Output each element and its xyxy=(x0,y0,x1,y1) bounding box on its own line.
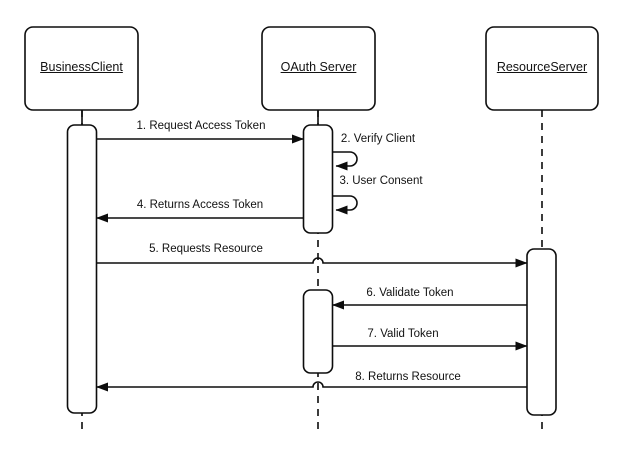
message-arrow-2-self-loop xyxy=(332,151,358,171)
message-label-3: 3. User Consent xyxy=(339,175,423,187)
message-label-6: 6. Validate Token xyxy=(366,287,454,299)
actor-label-resourceserver: ResourceServer xyxy=(496,60,588,74)
activation-oauth-server-1 xyxy=(302,124,334,234)
actor-box-oauth-server xyxy=(261,26,376,111)
message-label-4: 4. Returns Access Token xyxy=(136,199,264,211)
message-arrow-8 xyxy=(96,381,527,392)
actor-label-businessclient: BusinessClient xyxy=(40,60,123,74)
actor-box-resourceserver xyxy=(485,26,599,111)
activation-businessclient xyxy=(66,124,98,414)
message-label-2: 2. Verify Client xyxy=(340,133,416,145)
message-arrow-3-self-loop xyxy=(332,195,358,215)
activation-resourceserver xyxy=(526,248,557,416)
activation-oauth-server-2 xyxy=(302,289,334,374)
message-label-7: 7. Valid Token xyxy=(367,328,439,340)
actor-label-oauth-server: OAuth Server xyxy=(280,60,357,74)
actor-box-businessclient xyxy=(24,26,139,111)
message-label-1: 1. Request Access Token xyxy=(136,120,266,132)
message-label-8: 8. Returns Resource xyxy=(355,371,461,383)
message-label-5: 5. Requests Resource xyxy=(149,243,263,255)
message-arrow-5 xyxy=(96,257,528,268)
